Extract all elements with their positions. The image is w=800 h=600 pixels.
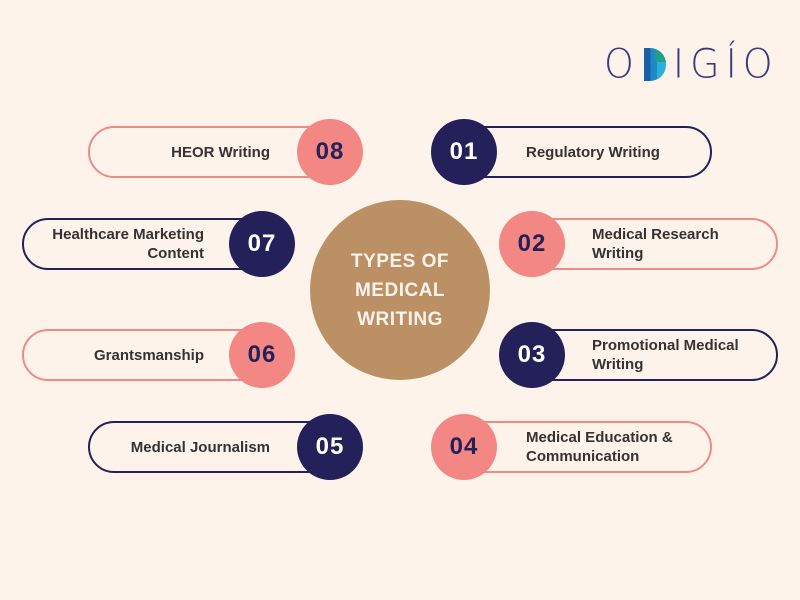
item-label: Medical Research Writing (592, 226, 719, 262)
item-label: Grantsmanship (93, 346, 204, 364)
item-06-badge: 06 (229, 322, 295, 388)
item-label: HEOR Writing (171, 143, 270, 161)
item-06-number: 06 (247, 341, 277, 368)
item-04-badge: 04 (431, 414, 497, 480)
logo-letter-o: O (604, 40, 640, 88)
item-05-badge: 05 (297, 414, 363, 480)
item-label: Medical Journalism (130, 438, 270, 456)
item-07-number: 07 (247, 230, 277, 257)
item-08-number: 08 (315, 138, 345, 165)
item-label: Healthcare Marketing Content (52, 226, 204, 262)
item-02-number: 02 (517, 230, 547, 257)
item-03-badge: 03 (499, 322, 565, 388)
odigio-logo: O IGÍO (604, 40, 779, 88)
item-label: Regulatory Writing (526, 143, 660, 161)
item-01-badge: 01 (431, 119, 497, 185)
item-07-badge: 07 (229, 211, 295, 277)
logo-d-mark-icon (643, 47, 666, 81)
item-label: Promotional Medical Writing (592, 337, 739, 373)
item-01-number: 01 (449, 138, 479, 165)
center-title-line-3: WRITING (357, 308, 443, 330)
center-title-line-1: TYPES OF (351, 250, 449, 272)
item-08-badge: 08 (297, 119, 363, 185)
item-03-number: 03 (517, 341, 547, 368)
logo-letters-rest: IGÍO (672, 40, 779, 88)
item-05-number: 05 (315, 433, 345, 460)
center-title-circle: TYPES OF MEDICAL WRITING (310, 200, 490, 380)
item-04-number: 04 (449, 433, 479, 460)
center-title-line-2: MEDICAL (354, 279, 446, 301)
item-02-badge: 02 (499, 211, 565, 277)
item-label: Medical Education & Communication (526, 429, 673, 465)
